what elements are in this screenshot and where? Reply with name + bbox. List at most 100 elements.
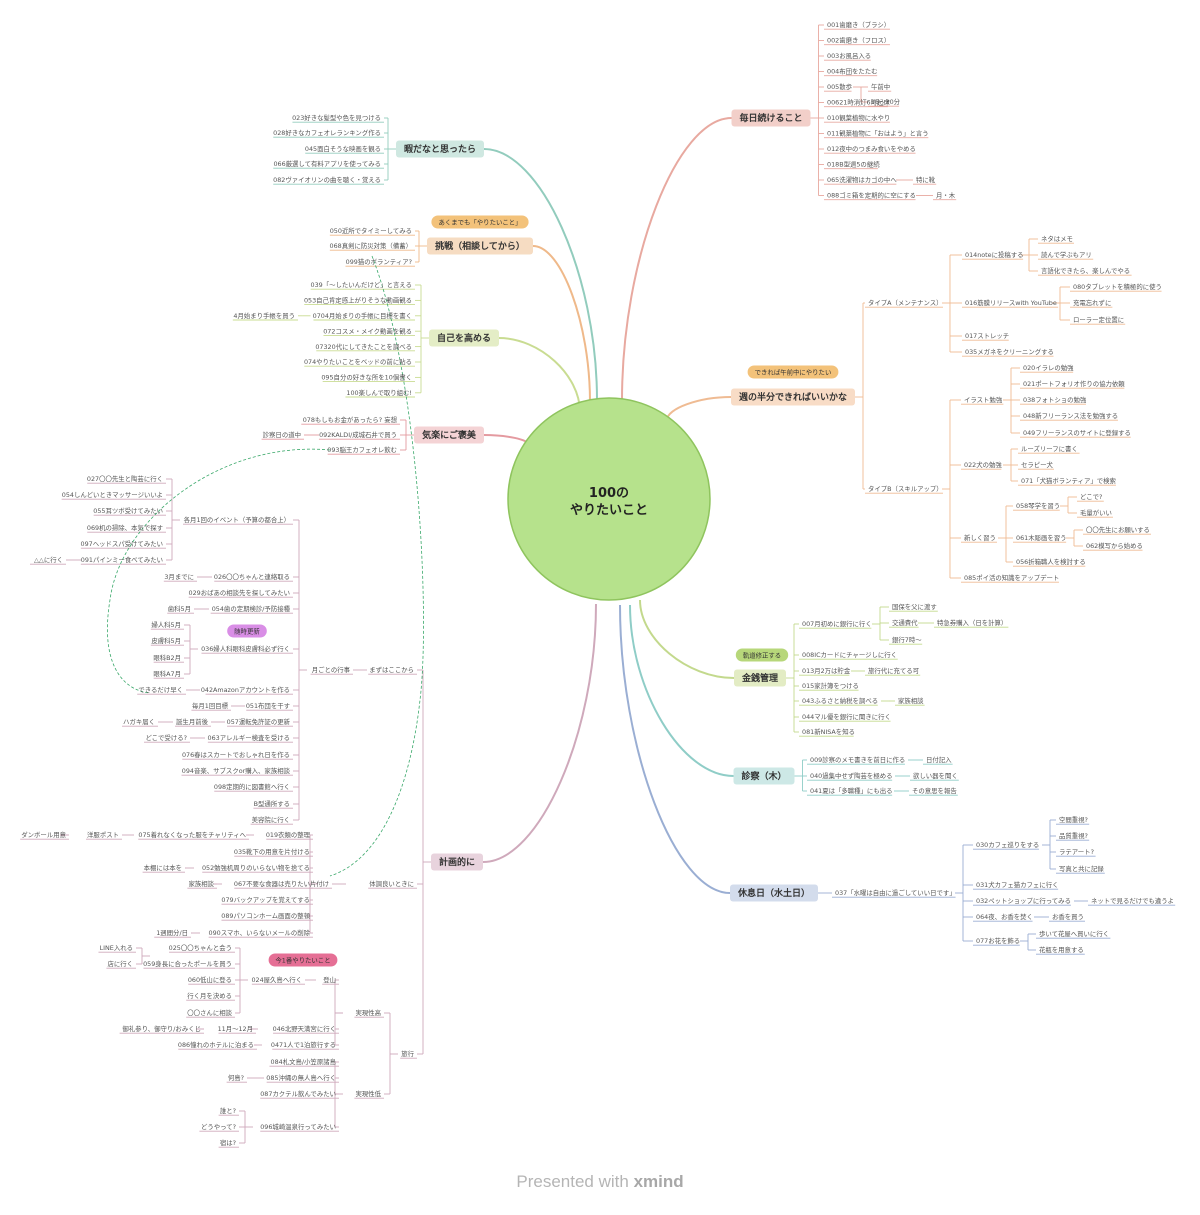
plan-month-094-or-10[interactable]: 094音楽、サブスクor購入、家族相談 <box>182 766 291 775</box>
weekly-wood-item-0[interactable]: 〇〇先生にお願いする <box>1086 525 1150 534</box>
plan-travel-item-0[interactable]: 実現性高 <box>355 1008 381 1017</box>
weekly-a-035-3[interactable]: 035メガネをクリーニングする <box>965 347 1054 356</box>
holiday-pet-item-0[interactable]: ネットで見るだけでも違うよ <box>1091 896 1174 905</box>
holiday-cafe-item-1[interactable]: 品質重視? <box>1059 831 1088 840</box>
clinic-ware-item-0[interactable]: 欲しい器を聞く <box>913 771 958 780</box>
clinic-report-item-0[interactable]: その意思を報告 <box>912 786 957 795</box>
daily-004-3[interactable]: 004布団をたたむ <box>827 67 878 76</box>
holiday-flower-item-1[interactable]: 花瓶を用意する <box>1039 945 1084 954</box>
plan-yaku-024-0[interactable]: 024屋久島へ行く <box>251 975 302 984</box>
plan-asap-item-0[interactable]: できるだけ早く <box>138 686 183 694</box>
plan-clean-067-3[interactable]: 067不要な食器は売りたい <box>234 879 310 888</box>
plan-yearly-027-0[interactable]: 027〇〇先生と陶芸に行く <box>87 474 163 483</box>
money-044-5[interactable]: 044マル優を銀行に聞きに行く <box>802 712 891 721</box>
daily-018b-5-9[interactable]: 018B型週5の継続 <box>827 160 880 169</box>
weekly-b-085-3[interactable]: 085ポイ活の知識をアップデート <box>964 573 1059 582</box>
plan-yearly-055-2[interactable]: 055耳ツボ受けてみたい <box>93 506 163 515</box>
weekly-koto-item-0[interactable]: どこで? <box>1080 493 1102 501</box>
plan-dental-5-0[interactable]: 歯科5月 <box>168 604 191 613</box>
daily-012-8[interactable]: 012夜中のつまみ食いをやめる <box>827 144 916 153</box>
holiday-064-3[interactable]: 064夜、お香を焚く <box>976 912 1033 921</box>
money-bank-7-2[interactable]: 銀行7時〜 <box>892 635 922 644</box>
plan-item-0[interactable]: まずはここから <box>369 665 414 674</box>
daily-walk-15-30-1[interactable]: 15〜30分 <box>871 97 901 106</box>
self-053-1[interactable]: 053自己肯定感上がりそうな動画観る <box>304 296 412 305</box>
plan-yearly-097-4[interactable]: 097ヘッドスパ受けてみたい <box>81 539 164 548</box>
central-topic[interactable] <box>507 397 711 601</box>
plan-kita-omamori-item-0[interactable]: 御礼参り、御守り/おみくじ <box>122 1024 201 1033</box>
plan-by3-3-0[interactable]: 3月までに <box>164 573 194 581</box>
plan-clinics-5-1[interactable]: 皮膚科5月 <box>151 636 181 645</box>
reward-092kaldi-1[interactable]: 092KALDI/成城石井で買う <box>319 430 397 439</box>
plan-clean-052-2[interactable]: 052勉強机周りのいらない物を捨てる <box>202 863 310 872</box>
self-0704-2[interactable]: 0704月始まりの手帳に目標を書く <box>313 311 412 320</box>
weekly-note-item-1[interactable]: 読んで学ぶもアリ <box>1041 250 1092 259</box>
plan-item-2[interactable]: 旅行 <box>401 1049 414 1058</box>
plan-yaku-left-line-0[interactable]: LINE入れる <box>100 944 133 952</box>
plan-month-098-11[interactable]: 098定期的に図書館へ行く <box>214 782 290 791</box>
plan-month-b-12[interactable]: B型通所する <box>254 799 290 808</box>
money-007-0[interactable]: 007月初めに銀行に行く <box>802 619 872 628</box>
plan-clean-019-0[interactable]: 019衣類の整理 <box>266 830 311 839</box>
challenge-068-1[interactable]: 068真剣に防災対策（備蓄） <box>330 241 413 250</box>
reward-093-2[interactable]: 093脳王カフェオレ飲む <box>327 445 397 454</box>
plan-month-063-8[interactable]: 063アレルギー検査を受ける <box>208 733 291 742</box>
bored-082-4[interactable]: 082ヴァイオリンの曲を聴く・覚える <box>273 175 381 184</box>
plan-box-item-0[interactable]: ダンボール用意 <box>21 830 66 839</box>
plan-low-096-3[interactable]: 096城崎温泉行ってみたい <box>260 1122 336 1131</box>
weekly-learn-061-1[interactable]: 061木彫画を習う <box>1016 533 1067 542</box>
plan-yearly-069-3[interactable]: 069机の掃除、本気で探す <box>87 523 163 532</box>
money-bank-item-1[interactable]: 交通費代 <box>892 618 918 627</box>
plan-shelf-item-0[interactable]: 本棚には本を <box>144 863 182 872</box>
plan-clean-035-1[interactable]: 035靴下の用意を片付ける <box>234 847 310 856</box>
challenge-099-2[interactable]: 099猫のボランティア? <box>346 257 412 266</box>
plan-yaku-item-4[interactable]: 〇〇さんに相談 <box>187 1008 232 1017</box>
weekly-fascia-item-2[interactable]: ローラー定位置に <box>1073 315 1124 324</box>
plan-yaku-025-0[interactable]: 025〇〇ちゃんと会う <box>169 943 232 952</box>
daily-003-2[interactable]: 003お風呂入る <box>827 52 871 60</box>
weekly-type-b-1[interactable]: タイプB（スキルアップ） <box>868 484 943 493</box>
plan-low-087-2[interactable]: 087カクテル飲んでみたい <box>260 1089 336 1098</box>
plan-charity-075-0[interactable]: 075着れなくなった服をチャリティへ <box>138 830 246 839</box>
plan-yearly-054-1[interactable]: 054しんどいときマッサージいいよ <box>62 491 163 499</box>
holiday-077-4[interactable]: 077お花を飾る <box>976 936 1020 945</box>
plan-postcard-item-0[interactable]: ハガキ届く <box>123 717 155 726</box>
branch-bored[interactable] <box>396 140 484 158</box>
plan-family-item-0[interactable]: 家族相談 <box>188 879 214 888</box>
plan-who-item-1[interactable]: どうやって? <box>201 1123 236 1131</box>
plan-yaku-left-item-1[interactable]: 店に行く <box>107 959 133 968</box>
plan-month-036-4[interactable]: 036婦人科眼科皮膚科必ず行く <box>201 644 290 653</box>
clinic-date-item-0[interactable]: 日付記入 <box>926 755 952 764</box>
daily-010-6[interactable]: 010観葉植物に水やり <box>827 113 890 122</box>
plan-clean-090-6[interactable]: 090スマホ、いらないメールの削除 <box>209 928 311 937</box>
branch-reward[interactable] <box>414 426 484 444</box>
holiday-032-2[interactable]: 032ペットショップに行ってみる <box>976 896 1071 905</box>
plan-solo-hotel-086-0[interactable]: 086憧れのホテルに泊まる <box>178 1040 254 1049</box>
plan-month-051-6[interactable]: 051布団を干す <box>246 701 290 710</box>
money-015-3[interactable]: 015家計簿をつける <box>802 681 859 690</box>
weekly-dog-071-2[interactable]: 071「犬猫ボランティア」で検索 <box>1021 476 1116 485</box>
branch-money[interactable] <box>734 669 786 687</box>
holiday-root-037-0[interactable]: 037「水曜は自由に過ごしていい日です」 <box>835 888 956 897</box>
bored-023-0[interactable]: 023好きな髪型や色を見つける <box>292 113 381 122</box>
weekly-a-016-with-youtube-1[interactable]: 016筋膜リリースwith YouTube <box>965 298 1057 307</box>
reward-078-0[interactable]: 078もしもお金があったら? 妄想 <box>303 415 398 424</box>
weekly-fascia-item-1[interactable]: 充電忘れずに <box>1073 298 1111 307</box>
plan-yearly-091-5[interactable]: 091パインミー食べてみたい <box>81 555 163 564</box>
branch-holiday[interactable] <box>730 884 818 902</box>
branch-challenge[interactable] <box>427 237 533 255</box>
plan-who-item-0[interactable]: 誰と? <box>220 1106 236 1115</box>
weekly-wood-062-1[interactable]: 062模写から始める <box>1086 541 1143 550</box>
clinic-041-2[interactable]: 041夏は「多職種」にも出る <box>810 786 893 795</box>
weekly-b-022-1[interactable]: 022犬の勉強 <box>964 460 1002 469</box>
plan-travel-item-1[interactable]: 実現性低 <box>355 1089 381 1098</box>
daily-011-7[interactable]: 011観葉植物に「おはよう」と言う <box>827 129 929 138</box>
holiday-incense-item-0[interactable]: お香を買う <box>1052 912 1084 921</box>
plan-island-item-0[interactable]: 何島? <box>228 1073 244 1082</box>
plan-month-054-3[interactable]: 054歯の定期検診/予防接種 <box>212 604 291 613</box>
plan-clothes-post-item-0[interactable]: 洋服ポスト <box>87 830 119 839</box>
plan-monthly-goal-1-0[interactable]: 毎月1回目標 <box>192 701 229 710</box>
plan-high-046-0[interactable]: 046北野天満宮に行く <box>273 1024 336 1033</box>
holiday-cafe-item-3[interactable]: 写真と共に記録 <box>1059 864 1104 873</box>
plan-clinics-a7-3[interactable]: 眼科A7月 <box>153 669 181 678</box>
